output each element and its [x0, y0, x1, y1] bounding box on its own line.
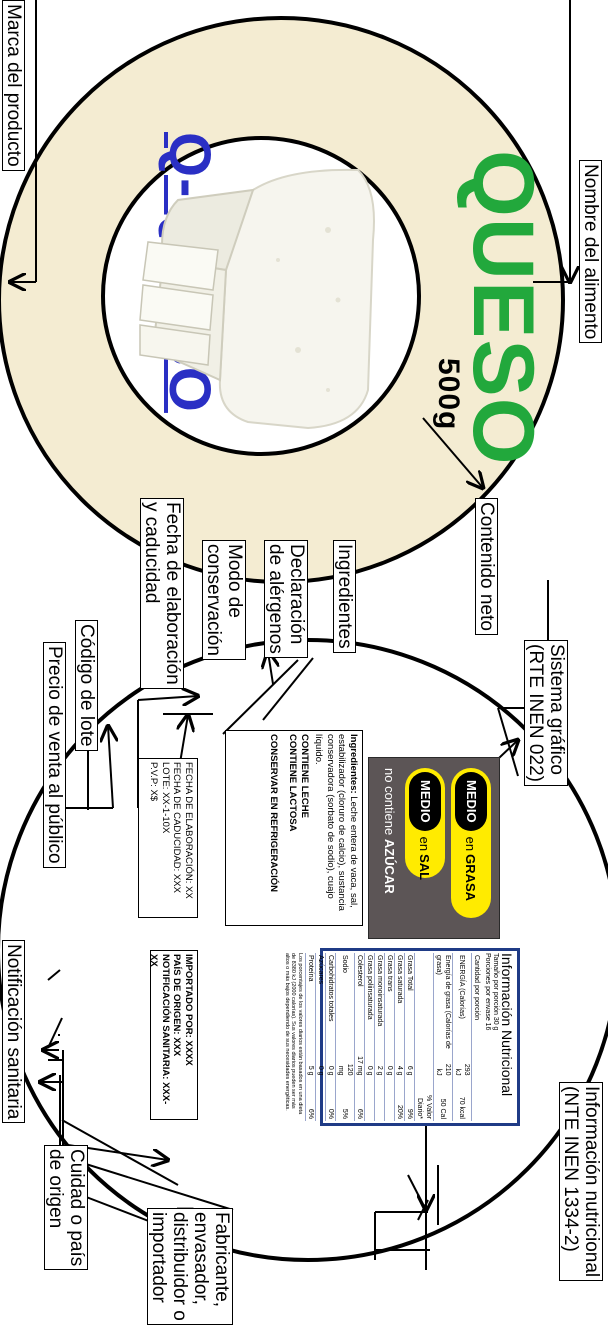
- nutrition-cell: 210 kJ: [433, 1053, 453, 1078]
- grasa-pill: MEDIO enGRASA: [451, 768, 491, 918]
- nutrition-cell: 4 g: [394, 1053, 405, 1078]
- nutrition-cell: 6%: [354, 1077, 365, 1121]
- sal-pill: MEDIO enSAL: [405, 768, 445, 880]
- nutrition-cell: 5 g: [305, 1053, 316, 1078]
- nutrition-cell: 6 g: [404, 1053, 415, 1078]
- nutrition-title: Información Nutricional: [499, 953, 515, 1097]
- nutrition-table: Información Nutricional Tamaño por porci…: [284, 948, 520, 1126]
- nutrition-cell: 0 g: [315, 1053, 326, 1078]
- nutrition-cell: Grasa poliinsaturada: [364, 953, 375, 1054]
- nutrition-cell: Grasa monoinsaturada: [374, 953, 385, 1054]
- nutrition-cell: [471, 1077, 481, 1121]
- nutrition-cell: 9%: [404, 1077, 415, 1121]
- ingredients-box: Ingredientes: Leche entera de vaca, sal,…: [225, 730, 363, 926]
- nutrition-row: Cantidad por porción: [471, 953, 481, 1121]
- label-notificacion: Notificación sanitaria: [2, 940, 25, 1124]
- nutrition-cell: 20%: [394, 1077, 405, 1121]
- nutrition-row: Energía de grasa (Calorías de grasa)210 …: [433, 953, 453, 1121]
- nutrition-cell: Grasa trans: [384, 953, 395, 1054]
- nutrition-foot: Los porcentajes de los valores diarios e…: [284, 953, 303, 1115]
- nutrition-cell: [374, 1077, 385, 1121]
- nutrition-cell: Cantidad por porción: [471, 953, 481, 1054]
- nutrition-serving1: Tamaño por porción 30 g: [492, 953, 499, 1031]
- nutrition-cell: [384, 1077, 395, 1121]
- nutrition-cell: [364, 1077, 375, 1121]
- traffic-light-panel: MEDIO enGRASA MEDIO enSAL no contiene AZ…: [368, 757, 500, 939]
- product-name: QUESO: [455, 150, 551, 466]
- nutrition-cell: Azúcares: [315, 953, 326, 1054]
- nutrition-cell: 0 g: [325, 1053, 336, 1078]
- nutrition-cell: 0%: [325, 1077, 336, 1121]
- nutrition-cell: Carbohidratos totales: [325, 953, 336, 1054]
- nutrition-cell: 6%: [305, 1077, 316, 1121]
- nutrition-cell: Proteína: [305, 953, 316, 1054]
- nutrition-cell: 70 kcal: [452, 1077, 472, 1121]
- nutrition-cell: 50 Cal: [433, 1077, 453, 1121]
- label-info-nutricional: Información nutricional(NTE INEN 1334-2): [559, 1082, 603, 1282]
- nutrition-cell: % Valor Diario*: [414, 1077, 434, 1121]
- dates-box: FECHA DE ELABORACIÓN: XX FECHA DE CADUCI…: [138, 758, 198, 918]
- nutrition-cell: ENERGÍA (Calorías): [452, 953, 472, 1054]
- nutrition-cell: [414, 1053, 434, 1078]
- nutrition-row: % Valor Diario*: [414, 953, 434, 1121]
- product-weight: 500g: [432, 358, 465, 431]
- label-ingredientes: Ingredientes: [333, 540, 356, 653]
- label-contenido-neto: Contenido neto: [475, 498, 498, 635]
- nutrition-cell: 293 kJ: [452, 1053, 472, 1078]
- nutrition-cell: 2 g: [374, 1053, 385, 1078]
- nutrition-cell: 120 mg: [335, 1053, 355, 1078]
- nutrition-cell: [471, 1053, 481, 1078]
- nutrition-cell: Grasa Total: [404, 953, 415, 1054]
- nutrition-cell: [414, 953, 434, 1054]
- cheese-image: [139, 168, 375, 430]
- label-nombre-alimento: Nombre del alimento: [579, 160, 602, 344]
- nutrition-cell: [315, 1077, 326, 1121]
- nutrition-serving2: Porciones por envase 16: [484, 953, 491, 1031]
- nutrition-cell: 5%: [335, 1077, 355, 1121]
- nutrition-cell: 0 g: [364, 1053, 375, 1078]
- nutrition-cell: 0 g: [384, 1053, 395, 1078]
- nutrition-cell: 17 mg: [354, 1053, 365, 1078]
- label-marca-producto: Marca del producto: [2, 0, 25, 171]
- label-precio: Precio de venta al público: [43, 642, 66, 868]
- nutrition-cell: Colesterol: [354, 953, 365, 1054]
- nutrition-cell: Sodio: [335, 953, 355, 1054]
- import-box: IMPORTADO POR: XXXX PAÍS DE ORIGEN: XXX …: [149, 950, 198, 1120]
- label-sistema-grafico: Sistema gráfico(RTE INEN 022): [524, 640, 568, 786]
- nutrition-cell: Grasa saturada: [394, 953, 405, 1054]
- nutrition-cell: Energía de grasa (Calorías de grasa): [433, 953, 453, 1054]
- label-codigo-lote: Código de lote: [75, 620, 98, 751]
- azucar-text: no contiene AZÚCAR: [382, 768, 397, 894]
